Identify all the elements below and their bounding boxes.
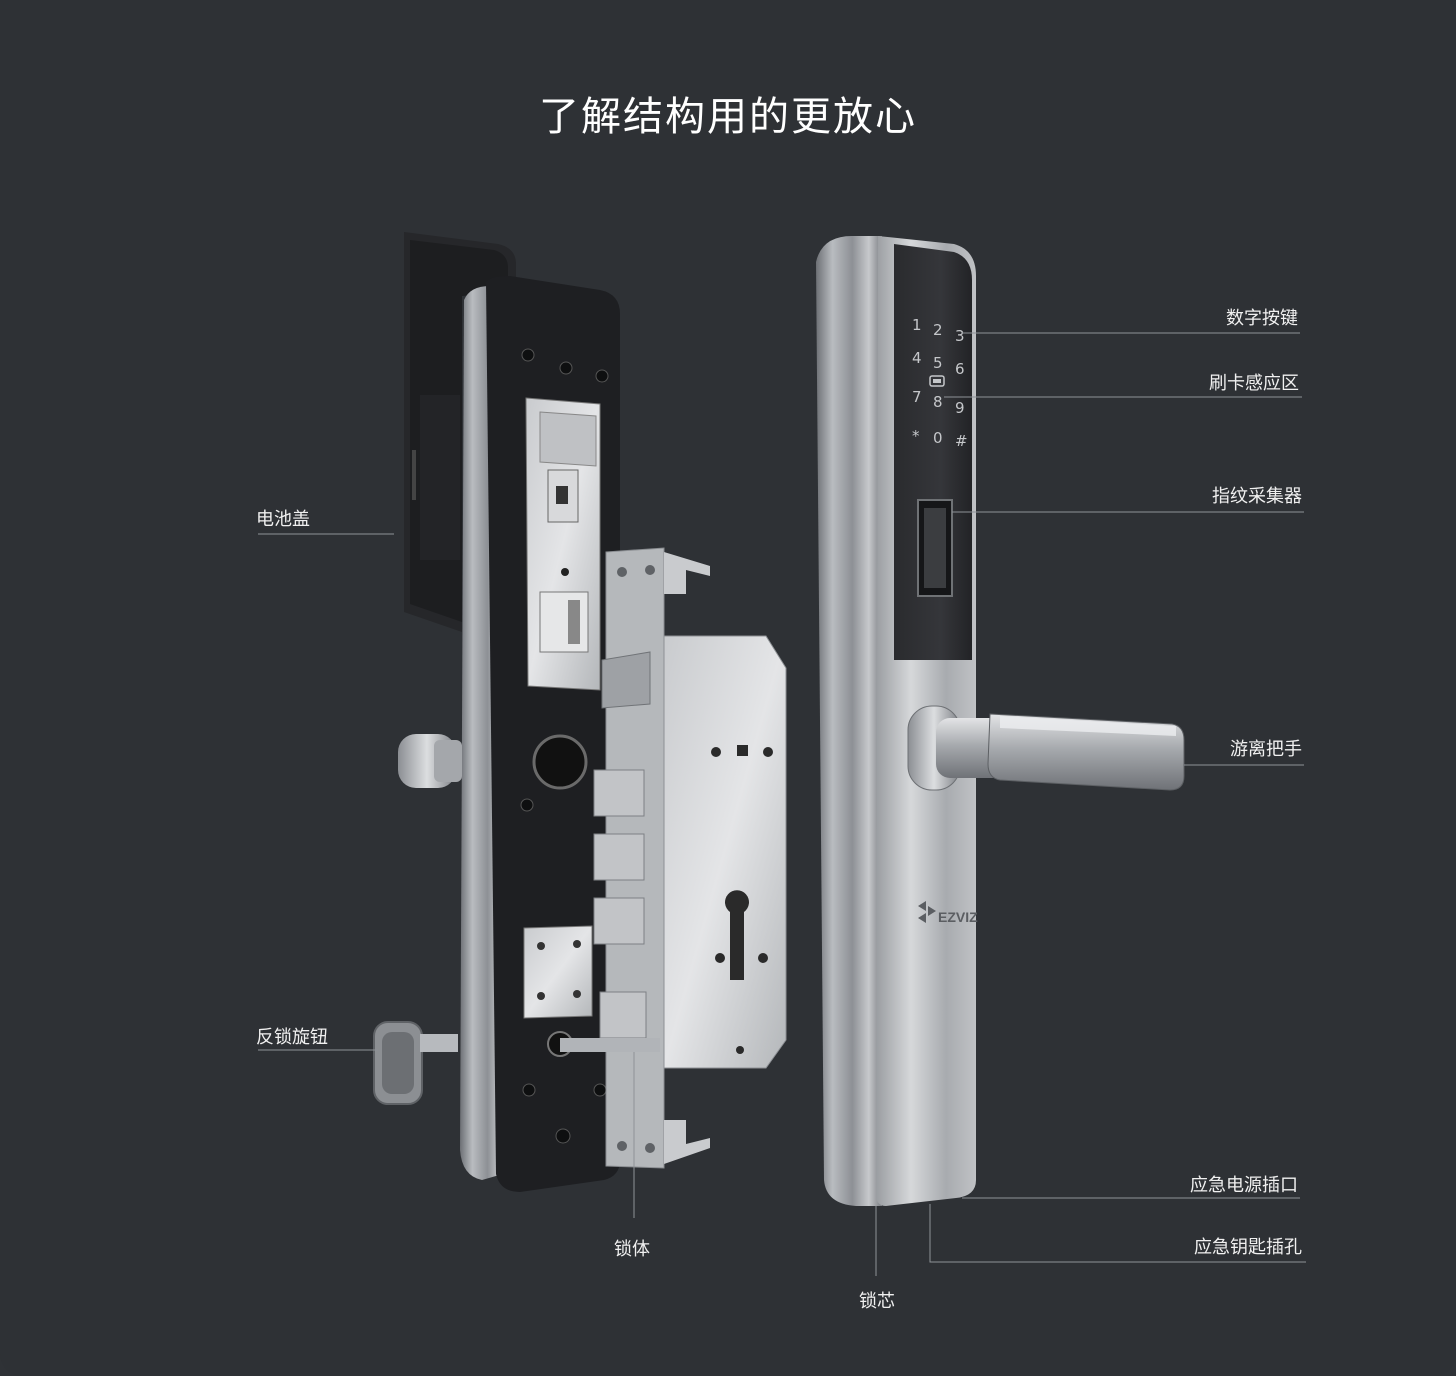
keypad: 1 2 3 4 5 6 7 8 9 * 0 #: [912, 316, 968, 450]
key-star[interactable]: *: [912, 427, 920, 445]
key-8[interactable]: 8: [933, 393, 943, 411]
page-title: 了解结构用的更放心: [539, 94, 917, 140]
label-emergency-key: 应急钥匙插孔: [1194, 1237, 1302, 1258]
key-2[interactable]: 2: [933, 321, 943, 339]
label-keypad: 数字按键: [1226, 308, 1298, 329]
outer-lever-handle: [907, 705, 1185, 791]
battery-cover: [404, 232, 516, 632]
key-9[interactable]: 9: [955, 399, 965, 417]
key-1[interactable]: 1: [912, 316, 922, 334]
leader-lines: [258, 332, 1306, 1276]
label-thumb-turn: 反锁旋钮: [256, 1027, 328, 1048]
label-battery-cover: 电池盖: [256, 509, 310, 530]
ezviz-logo-icon: EZVIZ: [918, 901, 978, 925]
label-lock-cylinder: 锁芯: [859, 1291, 895, 1312]
thumb-turn-knob: [373, 1021, 458, 1105]
inner-knob: [398, 734, 462, 788]
key-hash[interactable]: #: [955, 432, 968, 450]
label-lock-body: 锁体: [614, 1239, 650, 1260]
key-4[interactable]: 4: [912, 349, 922, 367]
label-emergency-power: 应急电源插口: [1190, 1175, 1298, 1196]
key-0[interactable]: 0: [933, 429, 943, 447]
key-6[interactable]: 6: [955, 360, 965, 378]
leader-emergency-key: [929, 1204, 1306, 1263]
label-handle: 游离把手: [1230, 739, 1302, 760]
label-card-reader: 刷卡感应区: [1209, 373, 1299, 394]
card-reader-icon: [929, 375, 945, 387]
label-fingerprint: 指纹采集器: [1212, 486, 1302, 507]
key-5[interactable]: 5: [933, 354, 943, 372]
lock-body-mortise: [560, 547, 787, 1169]
back-panel: [460, 276, 620, 1192]
key-3[interactable]: 3: [955, 327, 965, 345]
key-7[interactable]: 7: [912, 388, 922, 406]
brand-logo-text: EZVIZ: [938, 909, 978, 925]
